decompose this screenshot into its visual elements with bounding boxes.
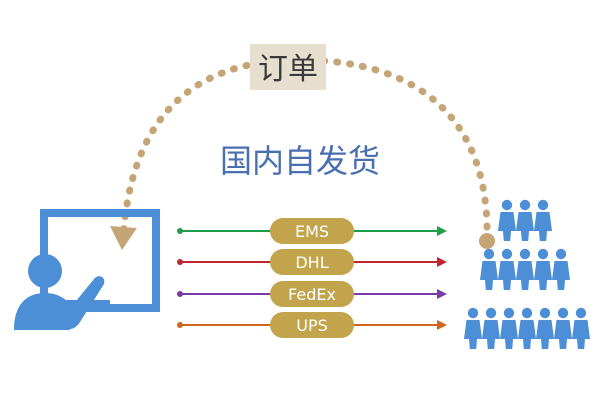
order-arrowhead-icon	[110, 226, 137, 250]
presenter-at-board-icon	[14, 209, 160, 330]
lane-start-dot-fedex	[177, 291, 183, 297]
arrowhead-fedex-icon	[437, 289, 447, 299]
carrier-lane-fedex: FedEx	[177, 281, 447, 307]
arrowhead-ups-icon	[437, 320, 447, 330]
carrier-label-ups: UPS	[296, 316, 328, 335]
diagram-title: 国内自发货	[220, 142, 380, 180]
order-start-dot	[479, 233, 495, 249]
carrier-label-dhl: DHL	[295, 253, 328, 272]
order-label-box	[250, 44, 326, 90]
carrier-lanes: EMS DHL FedEx UPS	[177, 218, 447, 338]
carrier-label-ems: EMS	[295, 222, 329, 241]
carrier-label-fedex: FedEx	[288, 285, 336, 304]
carrier-pill-ems	[270, 218, 354, 244]
lane-start-dot-dhl	[177, 259, 183, 265]
carrier-pill-ups	[270, 312, 354, 338]
lane-start-dot-ups	[177, 322, 183, 328]
arrowhead-dhl-icon	[437, 257, 447, 267]
carrier-pill-fedex	[270, 281, 354, 307]
carrier-pill-dhl	[270, 249, 354, 275]
carrier-lane-ups: UPS	[177, 312, 447, 338]
arrowhead-ems-icon	[437, 226, 447, 236]
order-label: 订单	[258, 52, 318, 87]
lane-start-dot-ems	[177, 228, 183, 234]
crowd-pyramid-icon	[464, 199, 590, 349]
carrier-lane-ems: EMS	[177, 218, 447, 244]
carrier-lane-dhl: DHL	[177, 249, 447, 275]
